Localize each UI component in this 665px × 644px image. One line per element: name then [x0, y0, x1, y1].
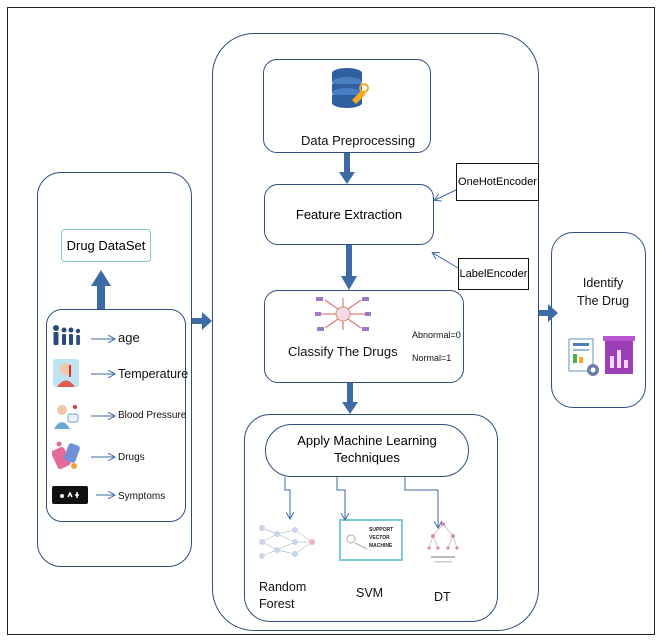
decision-tree-image — [425, 520, 461, 566]
data-preprocessing-label: Data Preprocessing — [301, 133, 416, 148]
database-icon — [330, 66, 370, 110]
model-label-random: Random — [259, 580, 307, 594]
feature-label-blood-pressure: Blood Pressure — [118, 410, 187, 421]
output-title-line1: Identify — [582, 276, 624, 290]
feature-label-temperature: Temperature — [118, 367, 189, 381]
feature-extraction-label: Feature Extraction — [295, 207, 403, 222]
thermometer-person-icon — [52, 358, 80, 388]
purple-chart-icon — [603, 336, 635, 378]
label-encoder-label: LabelEncoder — [459, 268, 528, 280]
feature-extraction-box: Feature Extraction — [264, 184, 434, 245]
svm-image-text-3: MACHINE — [369, 543, 393, 549]
feature-label-symptoms: Symptoms — [118, 491, 166, 502]
svm-image-text-1: SUPPORT — [369, 527, 394, 533]
ml-techniques-title-line2: Techniques — [334, 450, 400, 465]
random-forest-network-image — [257, 520, 317, 564]
symptoms-monitor-icon — [52, 486, 88, 504]
pills-icon — [51, 440, 82, 472]
drug-dataset-box: Drug DataSet — [61, 229, 151, 262]
feature-label-drugs: Drugs — [118, 452, 145, 463]
model-label-dt: DT — [434, 590, 451, 604]
abnormal-label: Abnormal=0 — [412, 330, 461, 340]
svm-image: SUPPORT VECTOR MACHINE — [339, 519, 403, 561]
model-label-random-forest: Random Forest — [259, 579, 306, 613]
blood-pressure-icon — [52, 402, 80, 430]
svm-image-text-2: VECTOR — [369, 535, 390, 541]
model-label-svm: SVM — [356, 586, 384, 600]
onehot-encoder-box: OneHotEncoder — [456, 163, 539, 201]
people-icon — [52, 324, 82, 346]
model-label-forest: Forest — [259, 597, 295, 611]
output-panel — [551, 232, 646, 408]
feature-label-age: age — [118, 330, 140, 345]
report-document-icon — [568, 338, 600, 378]
figure-frame — [7, 7, 655, 635]
data-preprocessing-box — [263, 59, 431, 153]
ml-techniques-title-box: Apply Machine Learning Techniques — [265, 424, 469, 477]
classify-drugs-label: Classify The Drugs — [288, 344, 398, 359]
label-encoder-box: LabelEncoder — [458, 258, 529, 290]
output-title: Identify The Drug — [577, 274, 629, 310]
ml-techniques-title-line1: Apply Machine Learning — [297, 433, 437, 448]
output-title-line2: The Drug — [577, 294, 630, 308]
normal-label: Normal=1 — [412, 353, 452, 363]
drug-classification-image — [313, 296, 373, 332]
drug-dataset-title: Drug DataSet — [66, 238, 146, 253]
onehot-encoder-label: OneHotEncoder — [458, 176, 537, 188]
